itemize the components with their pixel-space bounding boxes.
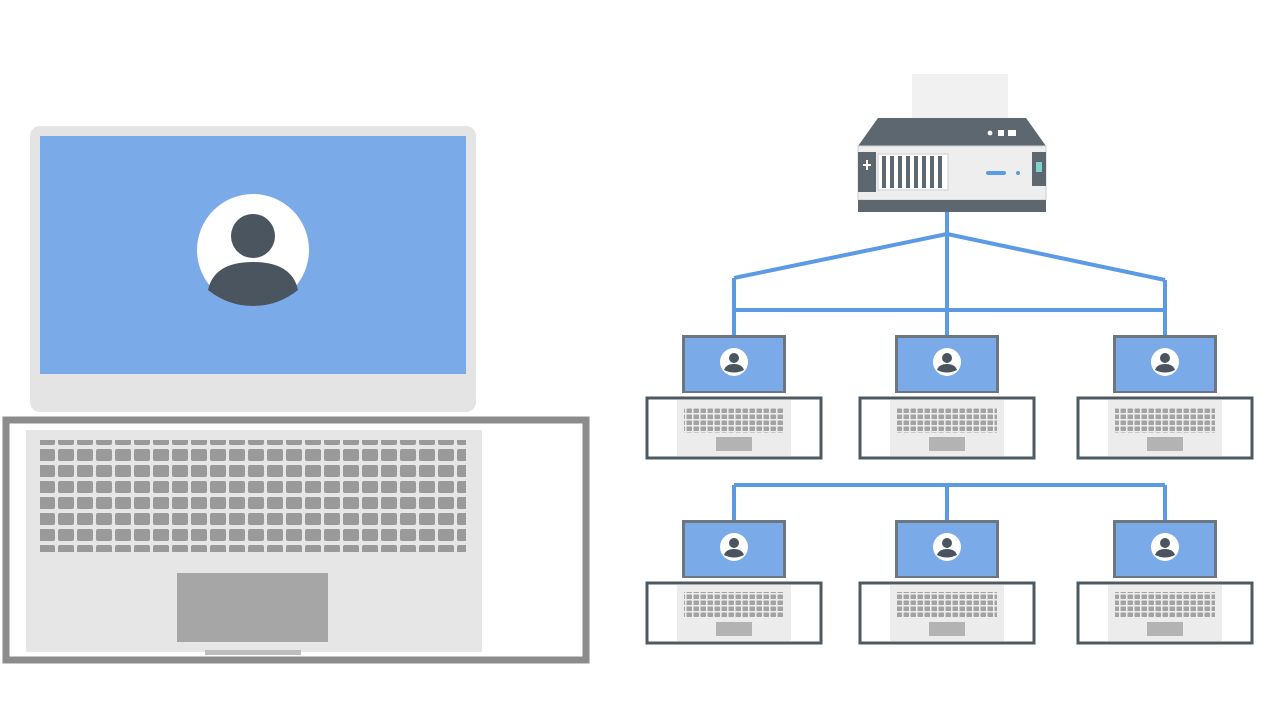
client-laptop-3: [1076, 335, 1254, 460]
client-laptop-keyboard: [1115, 407, 1215, 433]
client-laptop-5: [858, 520, 1036, 645]
server: [857, 74, 1047, 212]
user-avatar-icon: [1151, 348, 1179, 376]
client-laptop-1: [645, 335, 823, 460]
client-laptop-6: [1076, 520, 1254, 645]
user-avatar-icon: [720, 348, 748, 376]
client-laptop-keyboard: [1115, 592, 1215, 618]
client-laptops: [645, 335, 1254, 645]
client-laptop-trackpad: [716, 437, 752, 451]
main-laptop-trackpad: [177, 573, 328, 642]
user-avatar-icon: [197, 194, 309, 306]
main-laptop-lip: [205, 650, 301, 655]
main-laptop-keyboard: [40, 440, 466, 552]
client-laptop-keyboard: [684, 407, 784, 433]
user-avatar-icon: [933, 348, 961, 376]
client-laptop-4: [645, 520, 823, 645]
client-laptop-trackpad: [1147, 622, 1183, 636]
client-laptop-trackpad: [929, 437, 965, 451]
main-laptop: [2, 126, 590, 664]
user-avatar-icon: [933, 533, 961, 561]
client-laptop-trackpad: [929, 622, 965, 636]
client-laptop-keyboard: [897, 592, 997, 618]
branch-line-left: [733, 232, 948, 280]
user-avatar-icon: [1151, 533, 1179, 561]
user-avatar-icon: [720, 533, 748, 561]
connection-lines: [732, 212, 1167, 520]
client-laptop-trackpad: [1147, 437, 1183, 451]
client-laptop-keyboard: [897, 407, 997, 433]
client-laptop-2: [858, 335, 1036, 460]
client-laptop-trackpad: [716, 622, 752, 636]
server-icon: [857, 74, 1047, 212]
client-laptop-keyboard: [684, 592, 784, 618]
branch-line-right: [946, 232, 1166, 282]
